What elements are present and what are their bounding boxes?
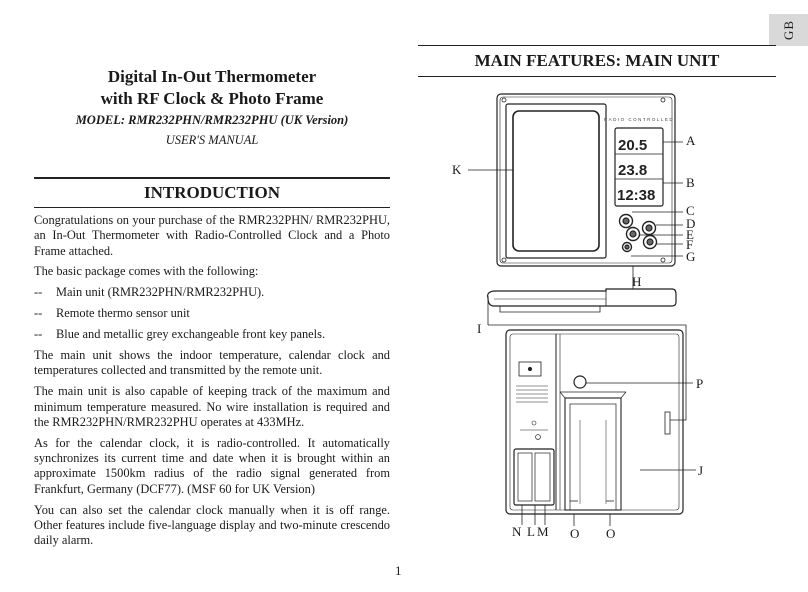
- callout-o-left: O: [570, 526, 580, 541]
- callout-lines: [468, 141, 696, 526]
- photo-frame-outer: [505, 103, 607, 259]
- features-rule-top: [418, 45, 776, 46]
- lcd-indoor-temp: 20.5: [618, 137, 647, 154]
- callout-e: E: [686, 227, 694, 242]
- intro-rule-bottom: [34, 207, 390, 208]
- callout-f: F: [686, 237, 694, 252]
- callout-c: C: [686, 203, 695, 218]
- callout-k: K: [452, 162, 462, 177]
- wall-mount-hole: [573, 375, 587, 389]
- button-d: [641, 220, 657, 236]
- manual-title-line2: with RF Clock & Photo Frame: [100, 89, 324, 108]
- callout-g: G: [686, 249, 696, 264]
- list-item-text: Remote thermo sensor unit: [56, 306, 190, 321]
- main-unit-diagram: 20.5 23.8 12:38 RADIO CONTROLLED: [468, 93, 696, 526]
- intro-paragraph-2: The basic package comes with the followi…: [34, 264, 259, 279]
- features-heading: MAIN FEATURES: MAIN UNIT: [474, 51, 720, 70]
- list-item: -- Main unit (RMR232PHN/RMR232PHU).: [34, 285, 390, 300]
- intro-body: Congratulations on your purchase of the …: [34, 213, 390, 554]
- manual-title-line1: Digital In-Out Thermometer: [107, 67, 317, 86]
- button-f: [642, 234, 658, 250]
- callout-a: A: [686, 133, 696, 148]
- lcd-display: [614, 127, 664, 207]
- intro-paragraph-4: The main unit is also capable of keeping…: [34, 384, 390, 429]
- intro-paragraph-6: You can also set the calendar clock manu…: [34, 502, 390, 548]
- callout-m: M: [537, 524, 549, 539]
- features-rule-bottom: [418, 76, 776, 77]
- list-item-text: Main unit (RMR232PHN/RMR232PHU).: [56, 285, 265, 300]
- callout-b: B: [686, 175, 695, 190]
- button-c: [618, 213, 634, 229]
- language-tab-label: GB: [780, 19, 796, 41]
- list-item: -- Blue and metallic grey exchangeable f…: [34, 327, 390, 342]
- list-item-text: Blue and metallic grey exchangeable fron…: [56, 327, 326, 342]
- page-number: 1: [395, 563, 402, 578]
- callout-l: L: [527, 524, 535, 539]
- list-dash: --: [34, 285, 43, 300]
- intro-heading: INTRODUCTION: [143, 183, 281, 202]
- intro-rule-top: [34, 177, 390, 179]
- manual-subtitle: USER'S MANUAL: [165, 133, 259, 147]
- callout-p: P: [696, 376, 704, 391]
- intro-paragraph-3: The main unit shows the indoor temperatu…: [34, 348, 390, 378]
- lcd-digits: 20.5 23.8 12:38: [617, 137, 655, 204]
- photo-frame-window: [512, 110, 600, 252]
- stand: [564, 397, 622, 511]
- language-tab: GB: [769, 14, 808, 46]
- list-dash: --: [34, 327, 43, 342]
- callout-o-right: O: [606, 526, 616, 541]
- back-body-outline: [505, 329, 684, 515]
- intro-paragraph-1: Congratulations on your purchase of the …: [34, 213, 390, 258]
- button-g: [621, 241, 633, 253]
- callout-h: H: [632, 274, 642, 289]
- button-e: [625, 226, 641, 242]
- callout-n: N: [512, 524, 522, 539]
- front-body-outline: [496, 93, 676, 267]
- device-caption: RADIO CONTROLLED: [604, 117, 674, 122]
- intro-paragraph-5: As for the calendar clock, it is radio-c…: [34, 435, 390, 496]
- callout-i: I: [477, 321, 482, 336]
- callout-j: J: [698, 463, 704, 478]
- model-number: MODEL: RMR232PHN/RMR232PHU (UK Version): [75, 113, 349, 127]
- side-profile: [487, 288, 677, 307]
- battery-compartment: [513, 448, 555, 506]
- callout-d: D: [686, 216, 696, 231]
- lcd-outdoor-temp: 23.8: [618, 162, 647, 179]
- lcd-clock: 12:38: [617, 187, 655, 204]
- list-item: -- Remote thermo sensor unit: [34, 306, 390, 321]
- list-dash: --: [34, 306, 43, 321]
